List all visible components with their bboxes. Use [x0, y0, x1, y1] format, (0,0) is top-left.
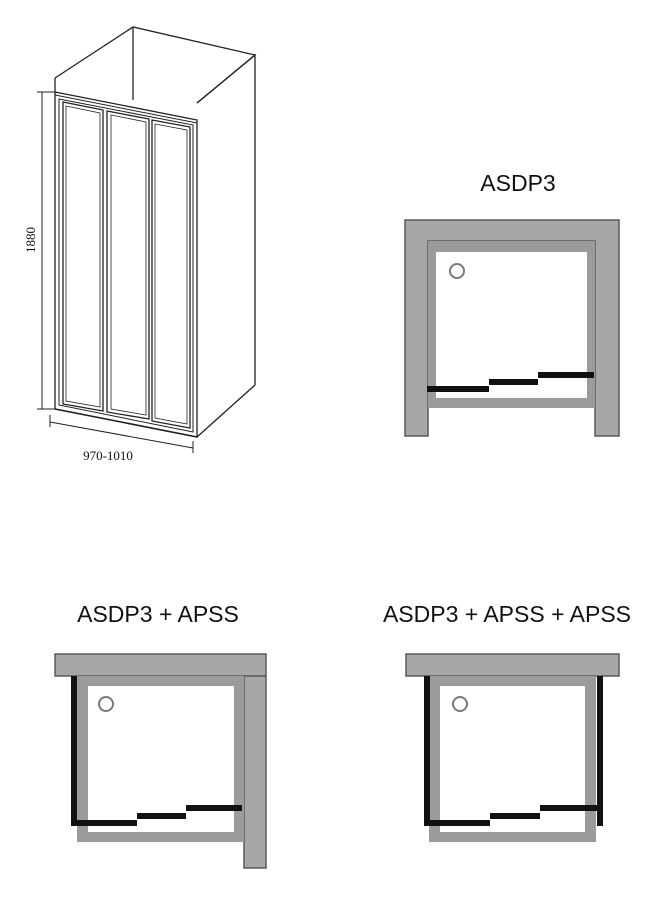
- height-label: 1880: [23, 227, 38, 253]
- plan-2-door-panels: [74, 805, 242, 826]
- plan-3-door-panels: [427, 805, 598, 826]
- plan-2-title: ASDP3 + APSS: [77, 601, 239, 627]
- door-panel-right-inner: [154, 123, 188, 425]
- width-label: 970-1010: [83, 448, 133, 463]
- door-top-rail: [54, 94, 198, 124]
- door-frame: [54, 91, 198, 438]
- door-panel-right: [151, 119, 191, 429]
- plan-1: [404, 219, 620, 437]
- plan-2: [54, 653, 267, 869]
- plan-1-door-panels: [427, 372, 594, 392]
- plan-3: [405, 653, 620, 842]
- door-panel-middle: [106, 110, 150, 420]
- door-panel-left: [62, 101, 104, 412]
- door-frame-inner: [58, 98, 194, 433]
- width-dimension: [49, 415, 194, 453]
- plan-3-back-wall: [405, 653, 620, 677]
- plan-2-side-wall: [243, 675, 267, 869]
- door-base: [54, 408, 198, 438]
- plan-3-tray: [440, 686, 585, 832]
- isometric-view: [54, 26, 257, 438]
- plan-2-tray: [88, 686, 234, 832]
- enclosure-top-outline: [54, 26, 257, 104]
- plan-1-title: ASDP3: [480, 170, 555, 196]
- plan-1-drain-icon: [449, 263, 465, 279]
- height-dimension: [37, 91, 55, 410]
- door-panel-middle-inner: [110, 114, 147, 416]
- plan-2-back-wall: [54, 653, 267, 677]
- plan-3-drain-icon: [452, 696, 468, 712]
- door-panel-left-inner: [65, 105, 101, 408]
- plan-2-drain-icon: [98, 696, 114, 712]
- plan-3-title: ASDP3 + APSS + APSS: [383, 601, 631, 627]
- plan-1-tray: [436, 252, 587, 398]
- right-wall-outline: [196, 53, 256, 438]
